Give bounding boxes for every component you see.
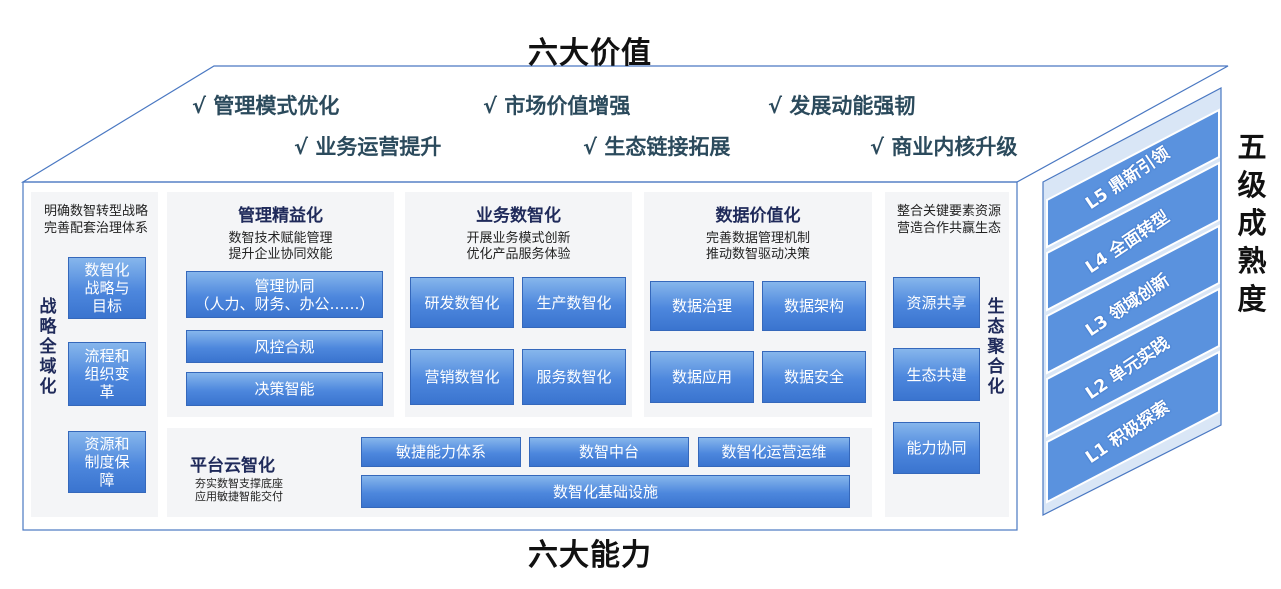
strategy-box-resources[interactable]: 资源和制度保障 [68, 431, 146, 493]
platform-middle-office-button[interactable]: 数智中台 [529, 437, 689, 467]
value-item: √ 市场价值增强 [483, 94, 631, 118]
data-security-button[interactable]: 数据安全 [762, 351, 866, 403]
data-application-button[interactable]: 数据应用 [650, 351, 754, 403]
ecosystem-desc-line1: 整合关键要素资源 [896, 204, 1001, 219]
business-marketing-button[interactable]: 营销数智化 [410, 349, 514, 405]
platform-agile-button[interactable]: 敏捷能力体系 [361, 437, 521, 467]
management-collab-button[interactable]: 管理协同（人力、财务、办公……） [186, 271, 383, 318]
ecosystem-desc-line2: 营造合作共赢生态 [896, 221, 1001, 236]
ecosystem-vertical-label: 生态聚合化 [987, 297, 1005, 397]
value-item: √ 发展动能强韧 [768, 94, 916, 118]
platform-desc-line2: 应用敏捷智能交付 [195, 490, 283, 503]
business-desc-line2: 优化产品服务体验 [466, 247, 571, 262]
platform-title: 平台云智化 [190, 456, 275, 476]
business-rd-button[interactable]: 研发数智化 [410, 277, 514, 328]
management-desc-line1: 数智技术赋能管理 [228, 231, 333, 246]
maturity-title: 五级成熟度 [1237, 130, 1267, 316]
strategy-desc-line1: 明确数智转型战略 [43, 204, 148, 219]
value-item: √ 商业内核升级 [870, 135, 1018, 159]
business-title: 业务数智化 [476, 206, 561, 226]
top-title: 六大价值 [528, 36, 652, 71]
platform-infrastructure-button[interactable]: 数智化基础设施 [361, 475, 850, 508]
maturity-steps [1046, 108, 1220, 504]
ecosystem-resource-sharing-button[interactable]: 资源共享 [893, 277, 980, 328]
value-item: √ 管理模式优化 [192, 94, 340, 118]
management-risk-button[interactable]: 风控合规 [186, 330, 383, 363]
data-value-desc-line1: 完善数据管理机制 [705, 231, 810, 246]
strategy-box-goals[interactable]: 数智化战略与目标 [68, 257, 146, 319]
ecosystem-co-building-button[interactable]: 生态共建 [893, 348, 980, 401]
business-production-button[interactable]: 生产数智化 [522, 277, 626, 328]
business-service-button[interactable]: 服务数智化 [522, 349, 626, 405]
strategy-desc-line2: 完善配套治理体系 [43, 221, 148, 236]
business-desc-line1: 开展业务模式创新 [466, 231, 571, 246]
value-item: √ 业务运营提升 [294, 135, 442, 159]
value-item: √ 生态链接拓展 [583, 135, 731, 159]
strategy-vertical-label: 战略全域化 [39, 297, 57, 397]
platform-operations-button[interactable]: 数智化运营运维 [698, 437, 850, 467]
management-title: 管理精益化 [238, 206, 323, 226]
data-value-title: 数据价值化 [715, 206, 801, 226]
data-governance-button[interactable]: 数据治理 [650, 281, 754, 331]
bottom-title: 六大能力 [528, 538, 652, 573]
management-decision-button[interactable]: 决策智能 [186, 372, 383, 406]
platform-desc-line1: 夯实数智支撑底座 [195, 477, 283, 490]
ecosystem-capability-collab-button[interactable]: 能力协同 [893, 422, 980, 474]
management-desc-line2: 提升企业协同效能 [228, 247, 333, 262]
data-architecture-button[interactable]: 数据架构 [762, 281, 866, 331]
data-value-desc-line2: 推动数智驱动决策 [705, 247, 810, 262]
strategy-box-process[interactable]: 流程和组织变革 [68, 342, 146, 406]
